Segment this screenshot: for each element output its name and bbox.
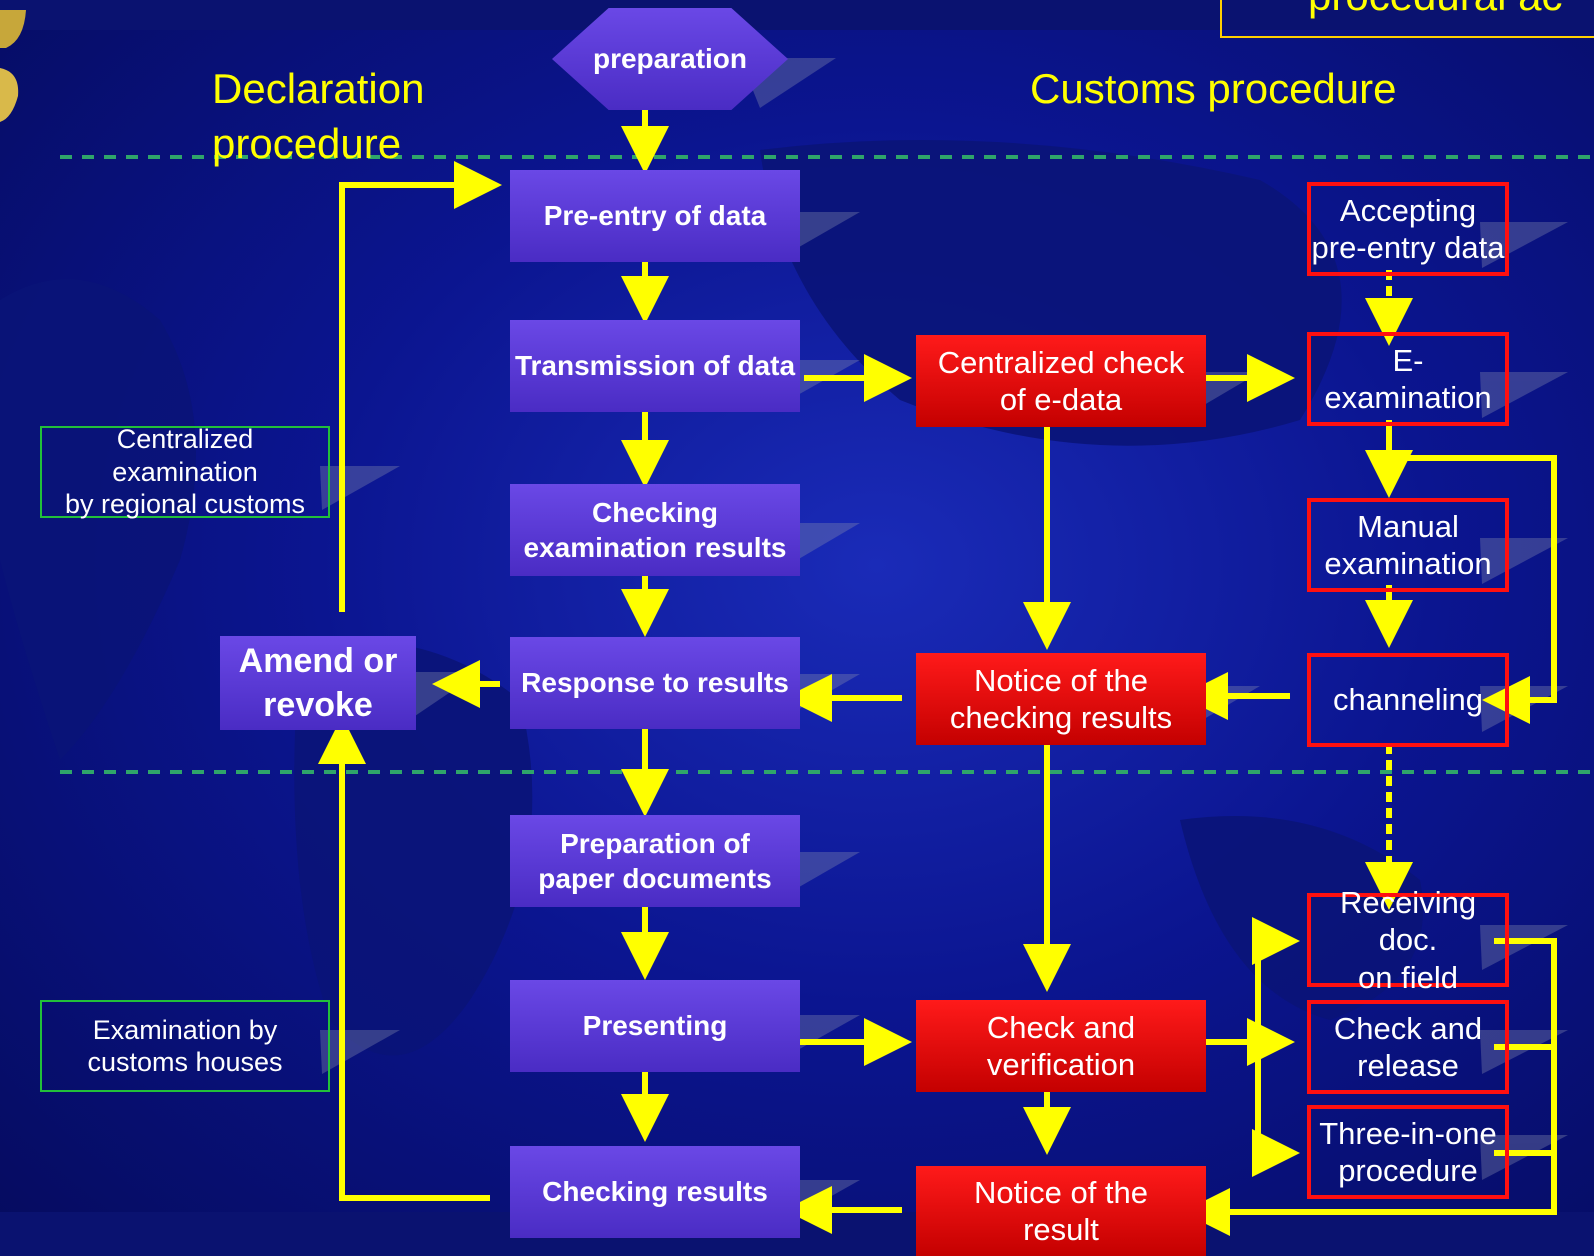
trophy-icon bbox=[0, 10, 26, 122]
top-band bbox=[0, 0, 1594, 30]
check-release-box[interactable]: Check and release bbox=[1307, 1000, 1509, 1094]
customs-houses-note: Examination by customs houses bbox=[40, 1000, 330, 1092]
three-in-one-box[interactable]: Three-in-one procedure bbox=[1307, 1105, 1509, 1199]
transmission-box[interactable]: Transmission of data bbox=[510, 320, 800, 412]
preparation-paper-box[interactable]: Preparation of paper documents bbox=[510, 815, 800, 907]
amend-revoke-box[interactable]: Amend or revoke bbox=[220, 636, 416, 730]
preparation-hexagon[interactable] bbox=[552, 8, 788, 110]
notice-checking-box[interactable]: Notice of the checking results bbox=[916, 653, 1206, 745]
manual-examination-box[interactable]: Manual examination bbox=[1307, 498, 1509, 592]
customs-procedure-header: Customs procedure bbox=[1030, 65, 1397, 112]
pre-entry-box[interactable]: Pre-entry of data bbox=[510, 170, 800, 262]
preparation-label: preparation bbox=[592, 43, 748, 74]
top-right-partial-box: procedural ac bbox=[1220, 0, 1594, 38]
accepting-box[interactable]: Accepting pre-entry data bbox=[1307, 182, 1509, 276]
notice-result-box[interactable]: Notice of the result bbox=[916, 1166, 1206, 1256]
channeling-box[interactable]: channeling bbox=[1307, 653, 1509, 747]
checking-results-box[interactable]: Checking results bbox=[510, 1146, 800, 1238]
check-verification-box[interactable]: Check and verification bbox=[916, 1000, 1206, 1092]
top-right-partial-label: procedural ac bbox=[1308, 0, 1562, 20]
e-examination-box[interactable]: E- examination bbox=[1307, 332, 1509, 426]
centralized-examination-note: Centralized examination by regional cust… bbox=[40, 424, 330, 519]
presenting-box[interactable]: Presenting bbox=[510, 980, 800, 1072]
centralized-check-box[interactable]: Centralized check of e-data bbox=[916, 335, 1206, 427]
checking-examination-box[interactable]: Checking examination results bbox=[510, 484, 800, 576]
receiving-doc-box[interactable]: Receiving doc. on field bbox=[1307, 885, 1509, 995]
declaration-procedure-header: Declaration procedure bbox=[212, 65, 425, 167]
response-box[interactable]: Response to results bbox=[510, 637, 800, 729]
